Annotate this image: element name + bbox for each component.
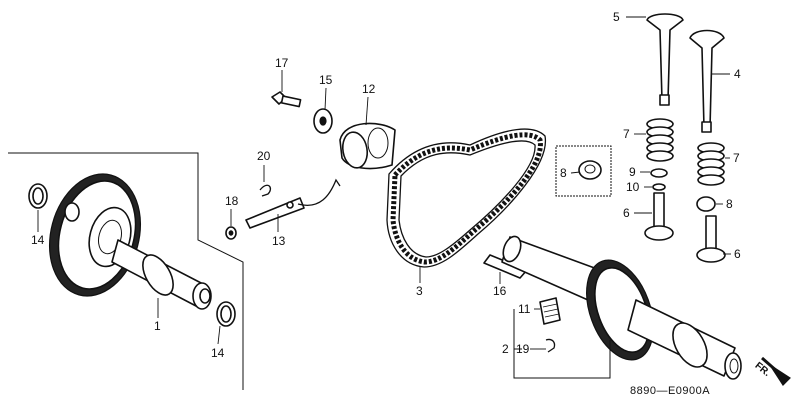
callout-16: 16: [493, 284, 507, 298]
camshaft-2: [501, 235, 742, 380]
washer-14-right: [216, 301, 236, 345]
keeper-10: [644, 183, 666, 191]
callout-1: 1: [154, 319, 161, 333]
diagram-code: 8890—E0900A: [630, 385, 710, 397]
washer-18: [225, 209, 237, 240]
retainer-9: [640, 168, 668, 178]
bolt-17: [271, 70, 302, 108]
callout-7b: 7: [733, 151, 740, 165]
valve-guide-6-right: [696, 215, 731, 263]
callout-13: 13: [272, 234, 286, 248]
valve-spring-7-right: [697, 142, 730, 186]
callout-6a: 6: [623, 206, 630, 220]
washer-15: [313, 87, 333, 134]
group-boundary: [8, 152, 244, 390]
callout-8b: 8: [726, 197, 733, 211]
group-bracket-2: [513, 309, 611, 379]
valve-spring-7-left: [634, 118, 674, 162]
callout-20: 20: [257, 149, 271, 163]
callout-6b: 6: [734, 247, 741, 261]
tensioner-arm-13: [245, 178, 341, 232]
valve-seal-8-right: [696, 196, 723, 212]
callout-12: 12: [362, 82, 376, 96]
callout-4: 4: [734, 67, 741, 81]
front-direction-arrow[interactable]: FR.: [753, 356, 791, 386]
callout-2: 2: [502, 342, 509, 356]
callout-19: 19: [516, 342, 530, 356]
callout-3: 3: [416, 284, 423, 298]
callout-14b: 14: [211, 346, 225, 360]
decomp-weight-11: [534, 297, 561, 325]
valve-seal-8-box: [555, 145, 612, 197]
timing-chain-3: [386, 128, 546, 283]
valve-4: [689, 29, 730, 133]
callout-17: 17: [275, 56, 289, 70]
callout-numbers: 1 2 3 4 5 6 6 7 7 8 8 9 10 11 12 13 14 1…: [31, 10, 741, 360]
callout-8a: 8: [560, 166, 567, 180]
valve-guide-6-left: [634, 192, 674, 241]
balancer-shaft-1: [111, 239, 212, 318]
washer-14-left: [28, 183, 48, 232]
callout-10: 10: [626, 180, 640, 194]
spring-clip-20: [259, 165, 272, 197]
callout-7a: 7: [623, 127, 630, 141]
callout-15: 15: [319, 73, 333, 87]
valve-5: [626, 13, 684, 106]
decomp-pin-19: [530, 338, 556, 353]
callout-11: 11: [518, 302, 531, 316]
callout-9: 9: [629, 165, 636, 179]
callout-18: 18: [225, 194, 239, 208]
balancer-gear-1: [48, 173, 142, 297]
callout-14a: 14: [31, 233, 45, 247]
chain-tensioner-12: [339, 96, 396, 170]
callout-5: 5: [613, 10, 620, 24]
